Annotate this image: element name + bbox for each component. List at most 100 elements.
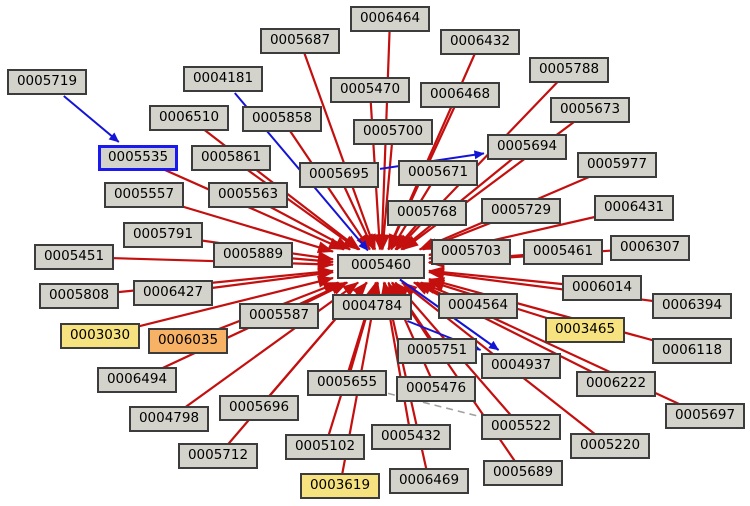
- node-label: 0006118: [661, 342, 723, 359]
- graph-node-0006494[interactable]: 0006494: [97, 367, 177, 393]
- graph-node-0005522[interactable]: 0005522: [481, 414, 561, 440]
- node-label: 0005587: [248, 307, 310, 324]
- graph-node-0006394[interactable]: 0006394: [652, 293, 732, 319]
- graph-node-0005719[interactable]: 0005719: [7, 69, 87, 95]
- graph-node-0005712[interactable]: 0005712: [178, 443, 258, 469]
- node-label: 0006510: [158, 109, 220, 126]
- graph-node-0005671[interactable]: 0005671: [398, 160, 478, 186]
- graph-node-0004798[interactable]: 0004798: [129, 406, 209, 432]
- node-label: 0005535: [107, 149, 169, 166]
- node-label: 0005858: [251, 110, 313, 127]
- graph-node-0004564[interactable]: 0004564: [438, 293, 518, 319]
- graph-node-0003619[interactable]: 0003619: [300, 473, 380, 499]
- node-label: 0005791: [132, 226, 194, 243]
- graph-node-0006432[interactable]: 0006432: [440, 29, 520, 55]
- graph-node-0006468[interactable]: 0006468: [420, 82, 500, 108]
- graph-node-0005673[interactable]: 0005673: [550, 97, 630, 123]
- graph-node-0005655[interactable]: 0005655: [307, 370, 387, 396]
- graph-node-0005861[interactable]: 0005861: [191, 145, 271, 171]
- graph-node-0005563[interactable]: 0005563: [208, 182, 288, 208]
- node-label: 0005729: [490, 202, 552, 219]
- graph-node-0005858[interactable]: 0005858: [242, 106, 322, 132]
- graph-node-0005687[interactable]: 0005687: [260, 28, 340, 54]
- graph-node-0004784[interactable]: 0004784: [332, 294, 412, 320]
- graph-node-0006510[interactable]: 0006510: [149, 105, 229, 131]
- graph-node-0005791[interactable]: 0005791: [123, 222, 203, 248]
- graph-node-0006469[interactable]: 0006469: [389, 468, 469, 494]
- graph-node-0003465[interactable]: 0003465: [545, 317, 625, 343]
- node-label: 0005700: [362, 123, 424, 140]
- node-label: 0005460: [350, 257, 412, 274]
- node-label: 0006307: [619, 239, 681, 256]
- graph-node-0005689[interactable]: 0005689: [483, 460, 563, 486]
- graph-node-0006427[interactable]: 0006427: [133, 280, 213, 306]
- graph-node-0005977[interactable]: 0005977: [577, 152, 657, 178]
- node-label: 0005461: [532, 243, 594, 260]
- graph-node-0005694[interactable]: 0005694: [487, 134, 567, 160]
- node-label: 0005102: [294, 438, 356, 455]
- node-label: 0005719: [16, 73, 78, 90]
- edge-0005687-0005460: [298, 40, 377, 251]
- graph-node-0005461[interactable]: 0005461: [523, 239, 603, 265]
- node-label: 0005655: [316, 374, 378, 391]
- node-label: 0005557: [113, 186, 175, 203]
- graph-node-0004937[interactable]: 0004937: [481, 353, 561, 379]
- node-label: 0005470: [339, 81, 401, 98]
- node-label: 0003030: [69, 327, 131, 344]
- graph-node-0005696[interactable]: 0005696: [219, 395, 299, 421]
- node-label: 0004798: [138, 410, 200, 427]
- graph-node-0005729[interactable]: 0005729: [481, 198, 561, 224]
- graph-node-0004181[interactable]: 0004181: [183, 66, 263, 92]
- graph-node-0006307[interactable]: 0006307: [610, 235, 690, 261]
- node-label: 0005432: [380, 428, 442, 445]
- graph-node-0005102[interactable]: 0005102: [285, 434, 365, 460]
- node-label: 0005768: [396, 204, 458, 221]
- graph-node-0005697[interactable]: 0005697: [665, 403, 745, 429]
- node-label: 0003465: [554, 321, 616, 338]
- node-label: 0004564: [447, 297, 509, 314]
- node-label: 0006394: [661, 297, 723, 314]
- node-label: 0005687: [269, 32, 331, 49]
- graph-node-0005700[interactable]: 0005700: [353, 119, 433, 145]
- graph-node-0005889[interactable]: 0005889: [213, 242, 293, 268]
- node-label: 0005694: [496, 138, 558, 155]
- graph-node-0005768[interactable]: 0005768: [387, 200, 467, 226]
- graph-node-0005432[interactable]: 0005432: [371, 424, 451, 450]
- graph-node-0006222[interactable]: 0006222: [576, 371, 656, 397]
- node-label: 0006427: [142, 284, 204, 301]
- node-label: 0005703: [440, 243, 502, 260]
- graph-node-0005703[interactable]: 0005703: [431, 239, 511, 265]
- edge-0005694-0005460: [400, 146, 528, 251]
- node-label: 0005451: [43, 248, 105, 265]
- graph-node-0005220[interactable]: 0005220: [570, 433, 650, 459]
- edge-0005673-0005460: [402, 109, 591, 251]
- graph-node-0005788[interactable]: 0005788: [529, 57, 609, 83]
- graph-node-0006035[interactable]: 0006035: [148, 328, 228, 354]
- node-label: 0004937: [490, 357, 552, 374]
- graph-node-0006464[interactable]: 0006464: [350, 6, 430, 32]
- node-label: 0006222: [585, 375, 647, 392]
- graph-node-0006118[interactable]: 0006118: [652, 338, 732, 364]
- edge-0004798-0005460: [168, 281, 359, 420]
- graph-node-0003030[interactable]: 0003030: [60, 323, 140, 349]
- node-label: 0005671: [407, 164, 469, 181]
- graph-node-0005587[interactable]: 0005587: [239, 303, 319, 329]
- graph-node-0005695[interactable]: 0005695: [299, 162, 379, 188]
- node-label: 0006464: [359, 10, 421, 27]
- graph-node-0005460[interactable]: 0005460: [337, 253, 425, 279]
- graph-node-0005751[interactable]: 0005751: [397, 338, 477, 364]
- graph-node-0005535[interactable]: 0005535: [98, 145, 178, 171]
- node-label: 0005697: [674, 407, 736, 424]
- edge-0005861-0005460: [230, 157, 359, 251]
- graph-node-0006014[interactable]: 0006014: [562, 275, 642, 301]
- node-label: 0005861: [200, 149, 262, 166]
- graph-node-0005470[interactable]: 0005470: [330, 77, 410, 103]
- graph-node-0005451[interactable]: 0005451: [34, 244, 114, 270]
- node-label: 0005689: [492, 464, 554, 481]
- graph-node-0005557[interactable]: 0005557: [104, 182, 184, 208]
- node-label: 0006468: [429, 86, 491, 103]
- node-label: 0004181: [192, 70, 254, 87]
- graph-node-0005808[interactable]: 0005808: [39, 283, 119, 309]
- graph-node-0006431[interactable]: 0006431: [594, 195, 674, 221]
- graph-node-0005476[interactable]: 0005476: [396, 376, 476, 402]
